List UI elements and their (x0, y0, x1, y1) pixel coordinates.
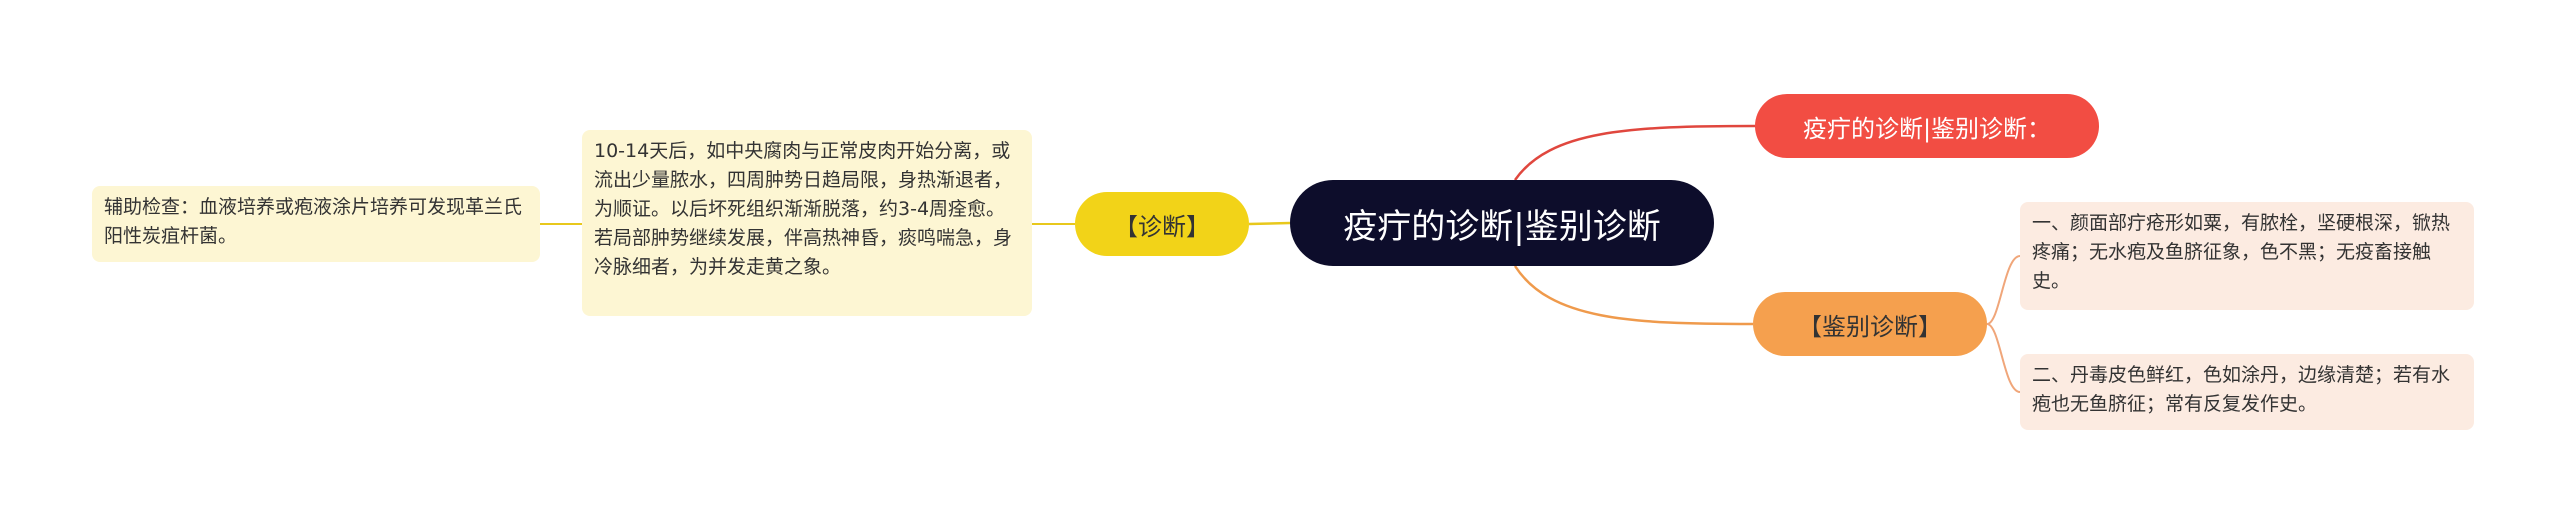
connector-differential-to-leaf2 (1986, 323, 2021, 393)
differential-item-2[interactable]: 二、丹毒皮色鲜红，色如涂丹，边缘清楚；若有水疱也无鱼脐征；常有反复发作史。 (2020, 354, 2474, 430)
connector-center-to-title (1513, 124, 1756, 181)
diagnosis-detail-text: 10-14天后，如中央腐肉与正常皮肉开始分离，或流出少量脓水，四周肿势日趋局限，… (594, 140, 1013, 278)
differential-item-1-text: 一、颜面部疔疮形如粟，有脓栓，坚硬根深，锨热疼痛；无水疱及鱼脐征象，色不黑；无疫… (2032, 212, 2451, 292)
diagnosis-node[interactable]: 【诊断】 (1075, 192, 1249, 256)
connector-center-to-diagnosis (1248, 221, 1291, 226)
differential-diagnosis-node[interactable]: 【鉴别诊断】 (1753, 292, 1987, 356)
differential-item-1[interactable]: 一、颜面部疔疮形如粟，有脓栓，坚硬根深，锨热疼痛；无水疱及鱼脐征象，色不黑；无疫… (2020, 202, 2474, 310)
title-branch-node[interactable]: 疫疔的诊断|鉴别诊断： (1755, 94, 2099, 158)
diagnosis-detail[interactable]: 10-14天后，如中央腐肉与正常皮肉开始分离，或流出少量脓水，四周肿势日趋局限，… (582, 130, 1032, 316)
center-topic-label: 疫疔的诊断|鉴别诊断 (1343, 206, 1661, 247)
differential-diagnosis-label: 【鉴别诊断】 (1798, 312, 1942, 341)
title-branch-label: 疫疔的诊断|鉴别诊断： (1802, 114, 2052, 143)
connector-differential-to-leaf1 (1986, 255, 2021, 325)
diagnosis-label: 【诊断】 (1114, 212, 1210, 241)
differential-item-2-text: 二、丹毒皮色鲜红，色如涂丹，边缘清楚；若有水疱也无鱼脐征；常有反复发作史。 (2032, 364, 2451, 415)
auxiliary-exam[interactable]: 辅助检查：血液培养或疱液涂片培养可发现革兰氏阳性炭疽杆菌。 (92, 186, 540, 262)
center-topic[interactable]: 疫疔的诊断|鉴别诊断 (1290, 180, 1714, 266)
connector-center-to-differential (1513, 265, 1754, 326)
auxiliary-exam-text: 辅助检查：血液培养或疱液涂片培养可发现革兰氏阳性炭疽杆菌。 (104, 196, 523, 247)
